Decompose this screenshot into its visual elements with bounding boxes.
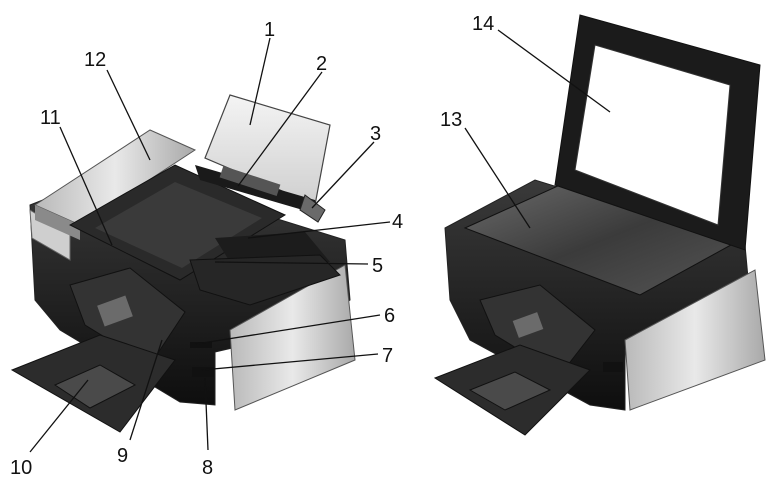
- adf-cover: [33, 129, 197, 226]
- callout-numbers: 1 2 3 4 5 6 7 8 9 10 11 12 13 14: [10, 13, 494, 479]
- callout-4: 4: [392, 211, 403, 233]
- callout-13: 13: [440, 109, 462, 131]
- adf-tray-surface: [95, 182, 262, 268]
- callout-14: 14: [472, 13, 494, 35]
- leader-3: [311, 141, 375, 209]
- callout-8: 8: [202, 457, 213, 479]
- leader-8: [204, 377, 209, 451]
- leader-lines: [29, 29, 611, 453]
- paper-exit-tray-extension: [53, 364, 137, 409]
- leader-1: [249, 37, 271, 126]
- callout-6: 6: [384, 305, 395, 327]
- leader-9: [129, 339, 163, 441]
- leader-12: [106, 69, 151, 161]
- leader-10: [29, 379, 89, 453]
- leader-11: [59, 126, 113, 246]
- printer-left: [10, 94, 356, 433]
- scanner-lid-underside: [574, 44, 731, 226]
- callout-11: 11: [40, 107, 61, 129]
- paper-guide: [219, 166, 281, 196]
- leader-2: [237, 71, 323, 187]
- leader-5: [214, 261, 369, 265]
- callout-3: 3: [370, 123, 381, 145]
- leader-7: [201, 353, 379, 371]
- printer-right: [433, 14, 766, 436]
- scanner-unit: [189, 254, 341, 306]
- callout-1: 1: [264, 19, 275, 41]
- display-screen: [97, 295, 133, 327]
- paper-feed-guard: [299, 194, 326, 223]
- callout-5: 5: [372, 255, 383, 277]
- callout-9: 9: [117, 445, 128, 467]
- side-panel-right: [624, 269, 766, 411]
- side-panel: [229, 264, 356, 411]
- port-right: [603, 362, 623, 372]
- display-screen-right: [512, 312, 544, 338]
- usb-port: [192, 367, 214, 377]
- callout-12: 12: [84, 49, 106, 71]
- leader-6: [195, 314, 381, 345]
- leader-13: [464, 127, 531, 229]
- adf-cover-front: [35, 205, 80, 240]
- leader-14: [497, 29, 611, 113]
- paper-exit-tray-extension-right: [468, 371, 552, 411]
- callout-2: 2: [316, 53, 327, 75]
- callout-10: 10: [10, 457, 32, 479]
- leader-4: [247, 221, 391, 239]
- memory-card-slot: [190, 342, 212, 348]
- callout-7: 7: [382, 345, 393, 367]
